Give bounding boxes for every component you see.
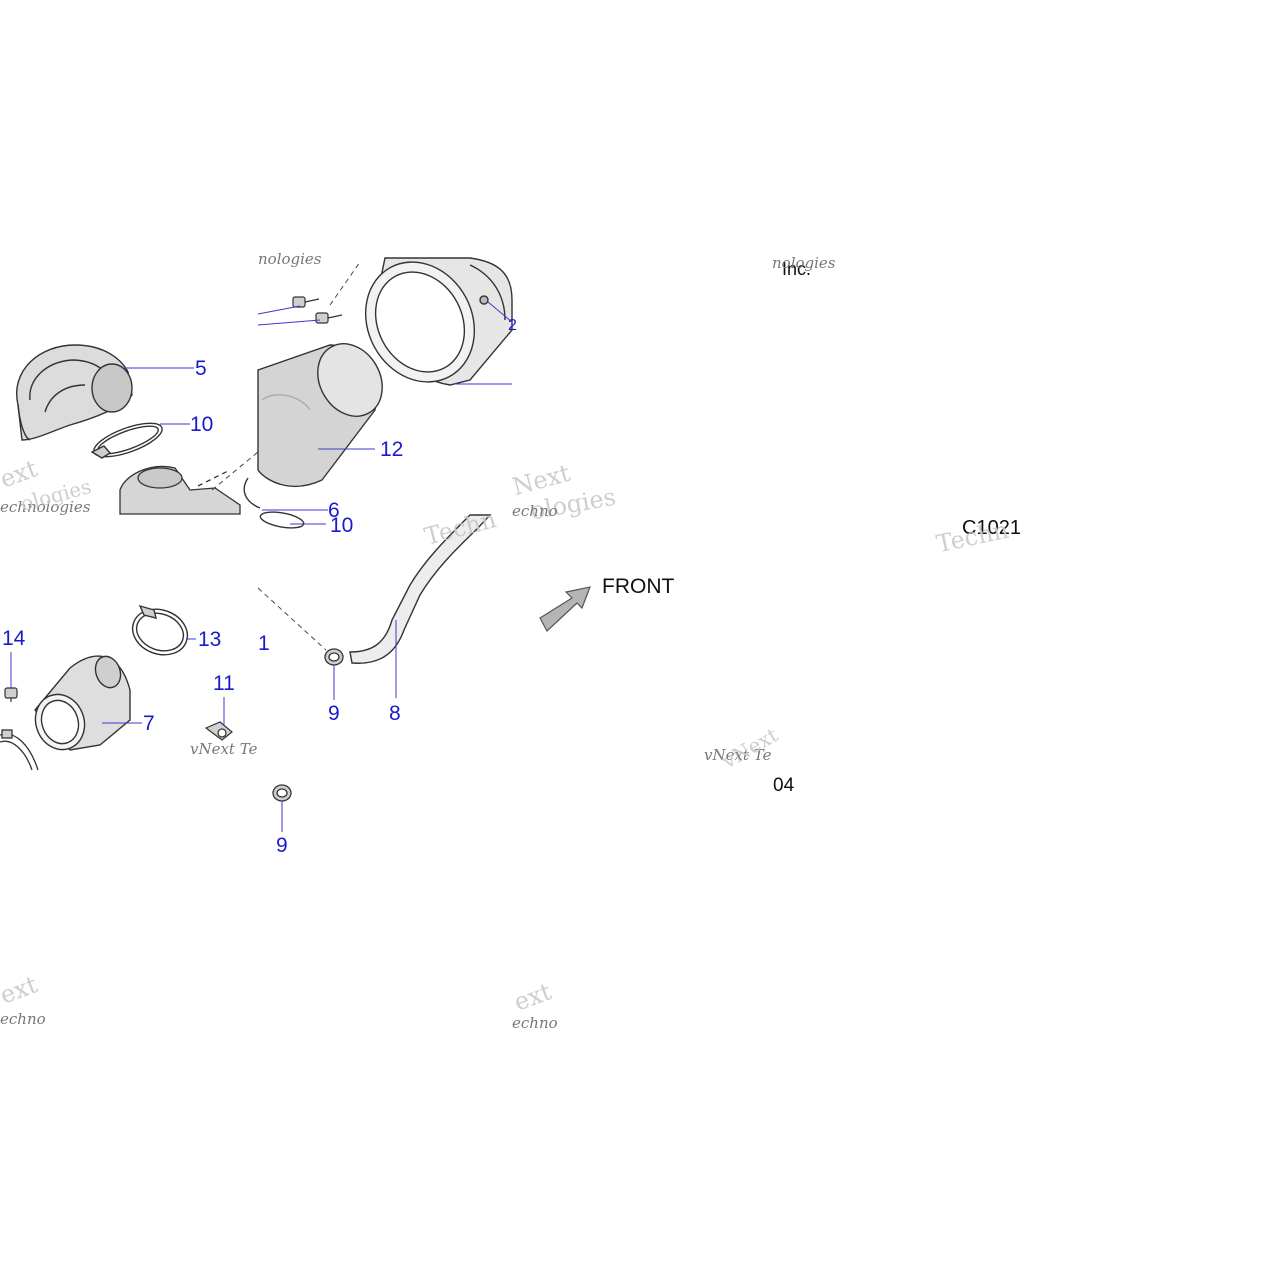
diagram-code: C1021 [962,517,1021,539]
callout-6: 6 [328,499,340,522]
inc-label: Inc. [782,259,812,279]
dashed-guide-left [211,451,259,491]
callout-13: 13 [198,628,222,651]
watermark-echnologies-left: echnologies [0,498,91,516]
part-9-clamp-lower [272,784,292,802]
front-direction-arrow-icon [539,586,591,632]
callout-10-upper: 10 [190,413,214,436]
number-04: 04 [773,775,795,796]
front-label: FRONT [602,575,675,598]
part-clamp-fragment [0,729,39,771]
part-9-clamp-upper [324,648,344,666]
callout-14: 14 [2,627,26,650]
callout-5: 5 [195,357,207,380]
part-5-curved-duct [16,344,133,441]
watermark-vnext-te-left: vNext Te [190,740,258,758]
leader-bolts [257,305,301,315]
part-10-hose-clamp-upper [90,422,163,459]
callout-8: 8 [389,702,401,725]
callout-9-upper: 9 [328,702,340,725]
callout-2: 2 [508,317,517,334]
dashed-guide-9 [257,587,327,651]
dashed-guide-top [329,261,361,306]
part-11-fitting [204,721,233,741]
callout-11: 11 [213,672,235,695]
callout-1: 1 [258,632,270,655]
leader-bolts-2 [257,319,321,326]
part-13-hose-clamp [131,604,189,656]
part-filter-housing [364,257,513,386]
callout-9-lower: 9 [276,834,288,857]
part-8-drain-hose [349,514,492,664]
callout-12: 12 [380,438,404,461]
part-7-intake-adapter [34,655,131,751]
watermark-vnext-te-right: vNext Te [704,746,772,764]
leader-2 [487,301,513,323]
callout-7: 7 [143,712,155,735]
watermark-echno-bottomcenter: echno [512,1014,558,1032]
part-airbox-fragment [119,465,241,515]
part-14-bolt [4,687,18,702]
watermark-nologies-top: nologies [258,250,322,268]
part-12-air-filter [257,343,383,487]
watermark-nologies-topright: nologies [772,254,836,272]
watermark-echno-center: echno [512,502,558,520]
callout-10-lower: 10 [330,514,354,537]
watermark-echno-bottomleft: echno [0,1010,46,1028]
part-bolts-top [292,296,343,324]
